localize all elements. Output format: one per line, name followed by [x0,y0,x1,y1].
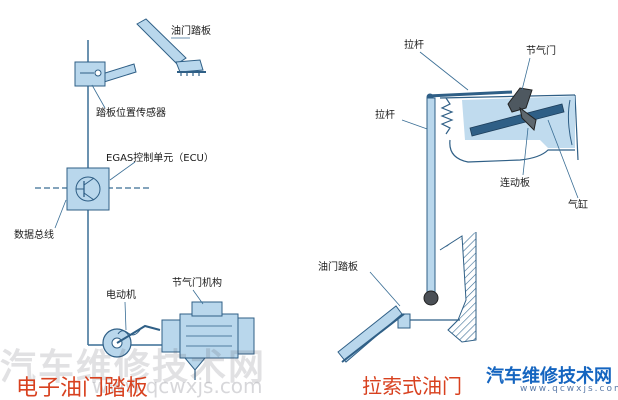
pedal-drawing [136,18,206,76]
brand-url: www.qcwxjs.com [520,384,618,394]
label-throttle-mechanism: 节气门机构 [172,278,222,289]
watermark-text: 汽车维修技术网 [0,347,267,388]
throttle-valve-drawing [469,57,579,199]
caption-electronic-throttle: 电子油门踏板 [16,376,149,400]
floor-firewall [397,232,477,343]
label-pedal-right: 油门踏板 [318,262,358,273]
label-motor: 电动机 [106,290,136,301]
throttle-mechanism-drawing [88,289,255,380]
label-pedal-sensor: 踏板位置传感器 [96,108,166,119]
cable-throttle-diagram [337,51,579,363]
watermark-url: www.qcwxjs.com [92,374,263,398]
pedal-sensor-drawing [74,61,137,109]
label-pull-rod-top: 拉杆 [404,40,424,51]
label-pull-rod-left: 拉杆 [375,110,395,121]
cable-pedal-drawing [337,271,405,363]
label-data-bus: 数据总线 [14,230,54,241]
label-pedal-left: 油门踏板 [171,26,211,37]
caption-cable-throttle: 拉索式油门 [362,374,462,398]
label-ecu: EGAS控制单元（ECU） [106,153,214,164]
label-linkage-plate: 连动板 [500,178,530,189]
label-cylinder: 气缸 [568,200,588,211]
brand-name: 汽车维修技术网 [486,366,612,387]
pull-rod-drawing [423,97,439,306]
label-throttle-valve: 节气门 [526,46,556,57]
ecu-drawing [35,161,150,229]
electronic-throttle-diagram [35,18,255,380]
